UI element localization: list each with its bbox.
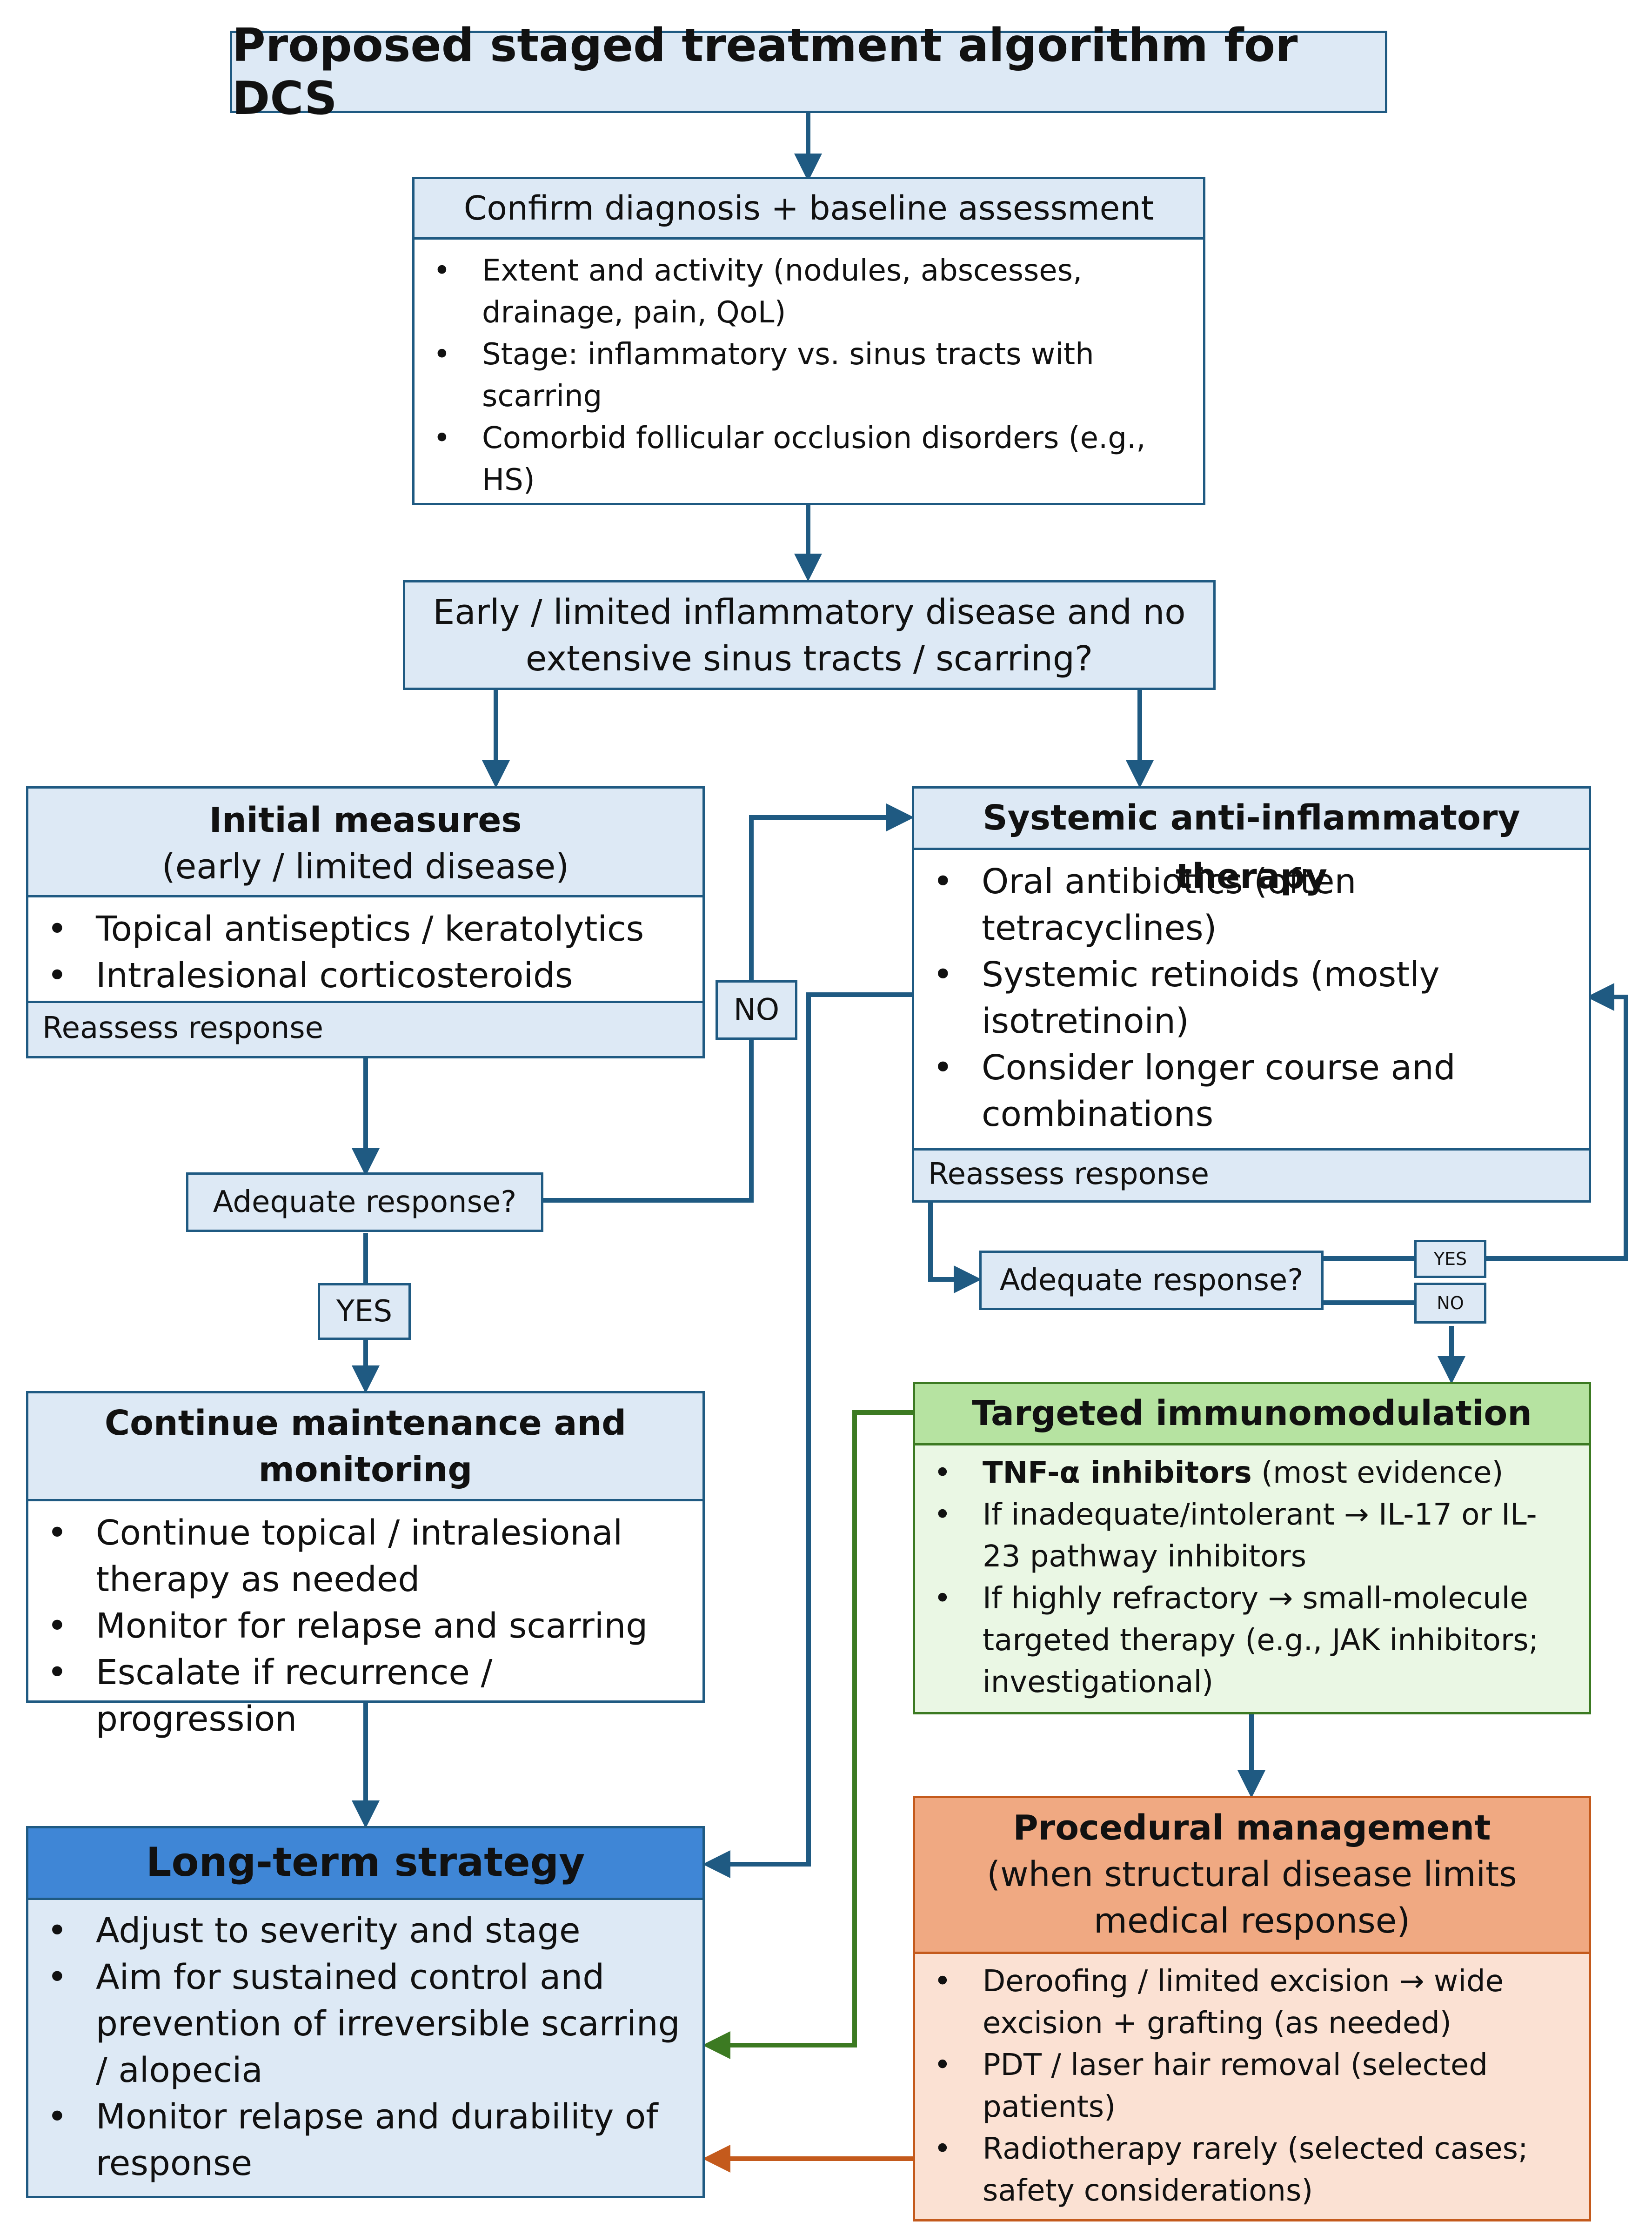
longterm-box: Long-term strategy Adjust to severity an… — [26, 1826, 705, 2198]
longterm-list: Adjust to severity and stage Aim for sus… — [28, 1900, 702, 2187]
diagram-title-text: Proposed staged treatment algorithm for … — [232, 19, 1298, 125]
list-item: Monitor for relapse and scarring — [28, 1603, 689, 1649]
list-item: Deroofing / limited excision → wide exci… — [915, 1960, 1575, 2044]
systemic-therapy-footer: Reassess response — [914, 1148, 1589, 1200]
list-item: Stage: inflammatory vs. sinus tracts wit… — [415, 334, 1203, 417]
adequate-response-left: Adequate response? — [186, 1172, 543, 1232]
procedural-title: Procedural management — [1013, 1808, 1491, 1848]
list-item: Continue topical / intralesional therapy… — [28, 1510, 689, 1603]
list-item: Aim for sustained control and prevention… — [28, 1954, 689, 2094]
list-item: Topical antiseptics / keratolytics — [28, 906, 702, 952]
no-label-left: NO — [716, 980, 797, 1040]
initial-measures-subtitle: (early / limited disease) — [161, 847, 569, 887]
confirm-diagnosis-box: Confirm diagnosis + baseline assessment … — [412, 177, 1205, 505]
procedural-box: Procedural management (when structural d… — [913, 1796, 1591, 2221]
diagram-title: Proposed staged treatment algorithm for … — [230, 19, 1387, 125]
arrow-systemic-to-adequate — [928, 1203, 982, 1293]
list-item: Comorbid follicular occlusion disorders … — [415, 417, 1203, 501]
list-item: Intralesional corticosteroids — [28, 952, 702, 999]
systemic-therapy-header: Systemic anti-inflammatory therapy — [914, 789, 1589, 897]
list-item: TNF-α inhibitors (most evidence) — [915, 1452, 1575, 1494]
maintenance-header: Continue maintenance and monitoring — [28, 1393, 702, 1501]
list-item: Extent and activity (nodules, abscesses,… — [415, 250, 1203, 334]
list-item: Escalate if recurrence / progression — [28, 1649, 689, 1742]
longterm-header: Long-term strategy — [28, 1828, 702, 1900]
arrow-systemic-to-longterm — [702, 992, 912, 1878]
yes-label-left: YES — [318, 1283, 411, 1340]
list-item: Oral antibiotics (often tetracyclines) — [914, 858, 1570, 951]
targeted-box: Targeted immunomodulation TNF-α inhibito… — [913, 1382, 1591, 1714]
list-item: If inadequate/intolerant → IL-17 or IL-2… — [915, 1494, 1575, 1578]
decision-box: Early / limited inflammatory disease and… — [403, 580, 1216, 690]
arrow-targeted-to-longterm — [702, 1410, 913, 2059]
confirm-diagnosis-header: Confirm diagnosis + baseline assessment — [415, 179, 1203, 240]
procedural-header: Procedural management (when structural d… — [915, 1798, 1589, 1954]
list-item: Adjust to severity and stage — [28, 1907, 689, 1954]
initial-measures-header: Initial measures (early / limited diseas… — [28, 789, 702, 897]
arrow-yes-right-to-systemic — [1486, 983, 1628, 1261]
procedural-list: Deroofing / limited excision → wide exci… — [915, 1954, 1589, 2212]
no-label-right: NO — [1414, 1283, 1486, 1324]
targeted-list: TNF-α inhibitors (most evidence) If inad… — [915, 1445, 1589, 1703]
adequate-response-right: Adequate response? — [979, 1251, 1324, 1310]
confirm-diagnosis-list: Extent and activity (nodules, abscesses,… — [415, 240, 1203, 501]
list-item: Monitor relapse and durability of respon… — [28, 2094, 689, 2187]
initial-measures-footer: Reassess response — [28, 1001, 702, 1056]
list-item: Systemic retinoids (mostly isotretinoin) — [914, 951, 1570, 1044]
initial-measures-title: Initial measures — [209, 800, 522, 840]
list-item: If highly refractory → small-molecule ta… — [915, 1578, 1575, 1703]
initial-measures-box: Initial measures (early / limited diseas… — [26, 786, 705, 1058]
procedural-subtitle: (when structural disease limits medical … — [987, 1854, 1517, 1941]
initial-measures-list: Topical antiseptics / keratolytics Intra… — [28, 897, 702, 1001]
systemic-therapy-list: Oral antibiotics (often tetracyclines) S… — [914, 850, 1589, 1148]
maintenance-list: Continue topical / intralesional therapy… — [28, 1501, 702, 1742]
yes-label-right: YES — [1414, 1240, 1486, 1278]
systemic-therapy-box: Systemic anti-inflammatory therapy Oral … — [912, 786, 1591, 1203]
list-item: Radiotherapy rarely (selected cases; saf… — [915, 2128, 1575, 2212]
list-item: PDT / laser hair removal (selected patie… — [915, 2044, 1575, 2128]
list-item: Consider longer course and combinations — [914, 1044, 1570, 1137]
maintenance-box: Continue maintenance and monitoring Cont… — [26, 1391, 705, 1739]
targeted-header: Targeted immunomodulation — [915, 1384, 1589, 1445]
